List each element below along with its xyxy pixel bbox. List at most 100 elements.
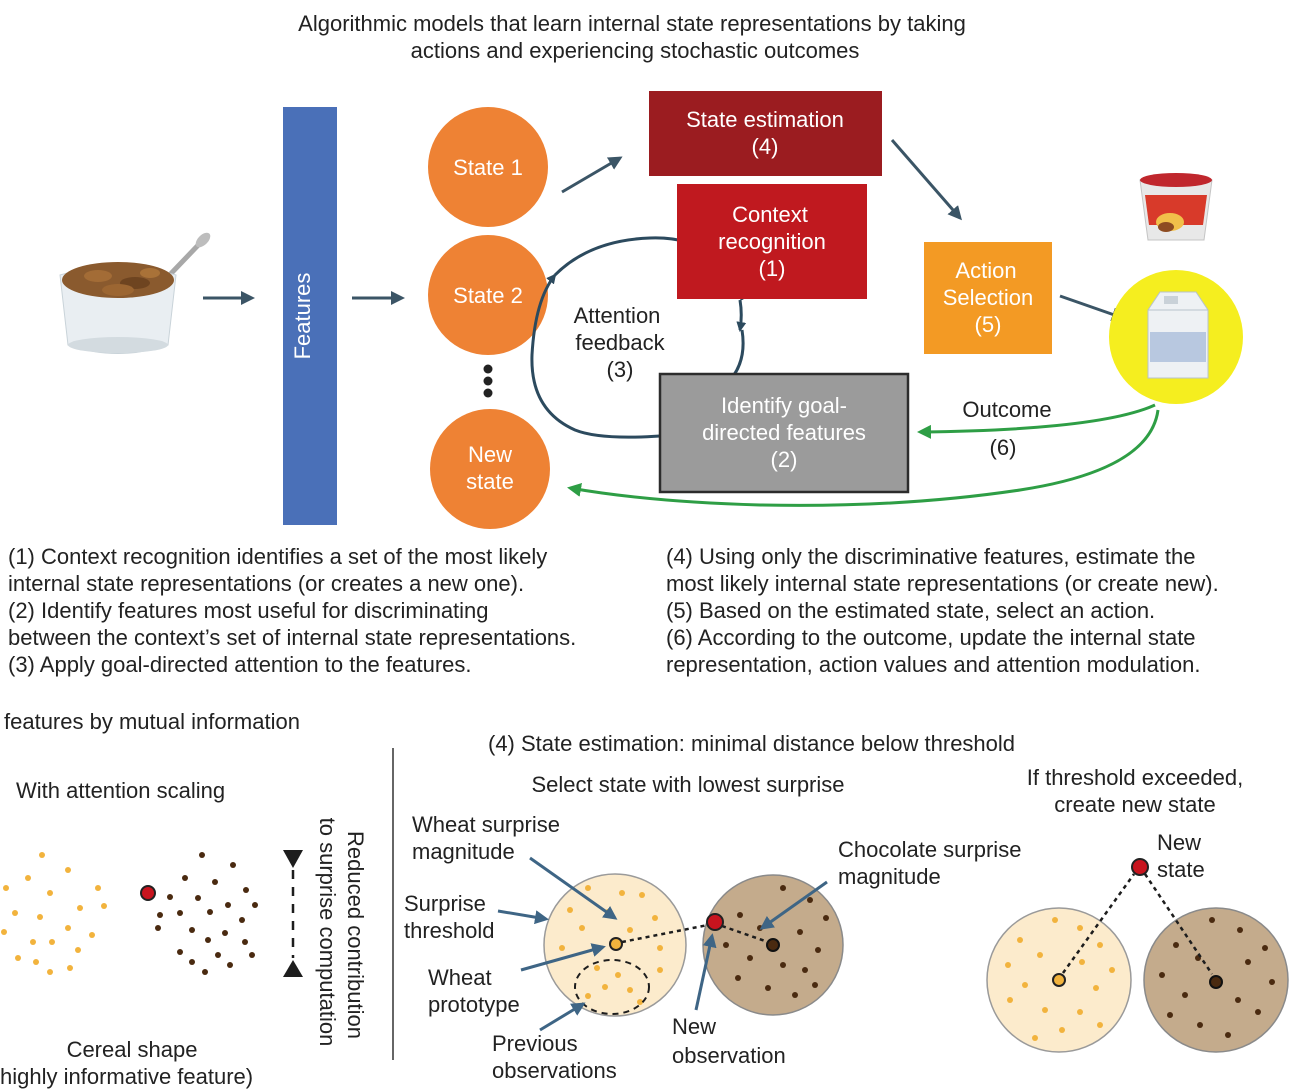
new-state-marker — [1131, 858, 1149, 876]
new-state-label-2: state — [466, 469, 514, 494]
new-state-label-1: New — [468, 442, 512, 467]
wheat-feature-dots — [1, 852, 107, 975]
new-observation-label-1: New — [672, 1014, 716, 1039]
chocolate-surprise-label-1: Chocolate surprise — [838, 837, 1021, 862]
chocolate-surprise-label-2: magnitude — [838, 864, 941, 889]
action-selection-label-2: Selection — [943, 285, 1034, 310]
goal-features-box — [658, 372, 910, 494]
threshold-exceeded-1: If threshold exceeded, — [1027, 765, 1243, 790]
state-estimation-label-1: State estimation — [686, 107, 844, 132]
wheat-surprise-label-2: magnitude — [412, 839, 515, 864]
features-bar — [283, 107, 337, 525]
milk-carton-icon — [1147, 291, 1209, 379]
new-state-text-2: state — [1157, 857, 1205, 882]
surprise-threshold-label-1: Surprise — [404, 891, 486, 916]
goal-features-label-1: Identify goal- — [721, 393, 847, 418]
context-recognition-label-1: Context — [732, 202, 808, 227]
step-left-4: between the context’s set of internal st… — [8, 625, 576, 650]
chocolate-prototype-new — [1209, 975, 1223, 989]
select-state-label: Select state with lowest surprise — [531, 772, 844, 797]
state-2-circle — [428, 235, 548, 355]
step-right-2: most likely internal state representatio… — [666, 571, 1219, 596]
previous-observations-ring — [574, 959, 650, 1015]
new-observation-arrow — [694, 933, 717, 1011]
arrow-action-to-outcome — [1059, 294, 1126, 321]
steps-right: (4) Using only the discriminative featur… — [666, 544, 1219, 677]
distance-reduction-indicator — [283, 850, 303, 977]
title-line-1: Algorithmic models that learn internal s… — [298, 11, 966, 36]
context-recognition-label-2: recognition — [718, 229, 826, 254]
new-observation-marker — [706, 913, 724, 931]
arrow-state-to-estimation — [561, 156, 623, 194]
wheat-distance-line — [621, 923, 709, 944]
chocolate-cluster-dots — [723, 885, 829, 998]
reduced-contribution-1: Reduced contribution — [343, 831, 368, 1039]
reduced-contribution-2: to surprise computation — [315, 818, 340, 1047]
step-right-1: (4) Using only the discriminative featur… — [666, 544, 1195, 569]
action-selection-label-1: Action — [955, 258, 1016, 283]
surprise-threshold-arrow — [497, 909, 549, 925]
previous-observations-label-2: observations — [492, 1058, 617, 1083]
cereal-shape-caption-2: highly informative feature) — [0, 1064, 253, 1089]
feedback-arrow-right — [736, 299, 747, 332]
action-selection-label-3: (5) — [975, 312, 1002, 337]
outcome-label: Outcome — [962, 397, 1051, 422]
new-observation-label-2: observation — [672, 1043, 786, 1068]
context-recognition-label-3: (1) — [759, 256, 786, 281]
step-right-3: (5) Based on the estimated state, select… — [666, 598, 1155, 623]
wheat-prototype-marker — [609, 937, 623, 951]
arrow-estimation-to-action — [890, 139, 962, 221]
wheat-cluster-new-dots — [1005, 917, 1115, 1041]
chocolate-feature-dots — [155, 852, 258, 975]
state-estimation-label-2: (4) — [752, 134, 779, 159]
lower-left-subheader: With attention scaling — [16, 778, 225, 803]
lower-left-header: features by mutual information — [4, 709, 300, 734]
features-label: Features — [290, 273, 315, 360]
cereal-shape-caption-1: Cereal shape — [67, 1037, 198, 1062]
action-selection-box — [924, 242, 1052, 354]
steps-left: (1) Context recognition identifies a set… — [8, 544, 576, 677]
chocolate-cluster-new-dots — [1159, 917, 1275, 1038]
wheat-prototype-new — [1052, 973, 1066, 987]
new-observation-marker-left — [140, 885, 156, 901]
step-left-5: (3) Apply goal-directed attention to the… — [8, 652, 472, 677]
outcome-arrow-to-features — [917, 403, 1156, 439]
step-left-1: (1) Context recognition identifies a set… — [8, 544, 547, 569]
chocolate-prototype-marker — [766, 938, 780, 952]
step-left-3: (2) Identify features most useful for di… — [8, 598, 489, 623]
chocolate-distance-line — [721, 924, 769, 944]
new-state-text-1: New — [1157, 830, 1201, 855]
ellipsis-dots — [483, 364, 493, 398]
surprise-threshold-label-2: threshold — [404, 918, 495, 943]
wheat-surprise-label-1: Wheat surprise — [412, 812, 560, 837]
step-right-5: representation, action values and attent… — [666, 652, 1200, 677]
previous-observations-arrow — [539, 1002, 586, 1032]
state-1-circle — [428, 107, 548, 227]
feedback-arc-left — [530, 273, 661, 439]
previous-observations-label-1: Previous — [492, 1031, 578, 1056]
state-1-label: State 1 — [453, 155, 523, 180]
wheat-prototype-label-2: prototype — [428, 992, 520, 1017]
cereal-bowl-icon — [59, 232, 211, 354]
chocolate-surprise-arrow — [759, 880, 828, 930]
wheat-prototype-arrow — [520, 943, 606, 972]
attention-feedback-3: (3) — [607, 357, 634, 382]
step-left-2: internal state representations (or creat… — [8, 571, 524, 596]
wheat-surprise-arrow — [529, 856, 618, 920]
attention-feedback-1: Attention — [574, 303, 661, 328]
yogurt-cup-icon — [1139, 173, 1213, 241]
new-state-circle — [430, 409, 550, 529]
attention-feedback-2: feedback — [575, 330, 665, 355]
state-2-label: State 2 — [453, 283, 523, 308]
goal-features-label-3: (2) — [771, 447, 798, 472]
outcome-number: (6) — [990, 435, 1017, 460]
state-estimation-header: (4) State estimation: minimal distance b… — [488, 731, 1015, 756]
threshold-exceeded-2: create new state — [1054, 792, 1215, 817]
title-line-2: actions and experiencing stochastic outc… — [411, 38, 860, 63]
context-recognition-box — [677, 184, 867, 299]
state-estimation-box — [649, 91, 882, 176]
step-right-4: (6) According to the outcome, update the… — [666, 625, 1196, 650]
goal-features-label-2: directed features — [702, 420, 866, 445]
wheat-prototype-label-1: Wheat — [428, 965, 492, 990]
